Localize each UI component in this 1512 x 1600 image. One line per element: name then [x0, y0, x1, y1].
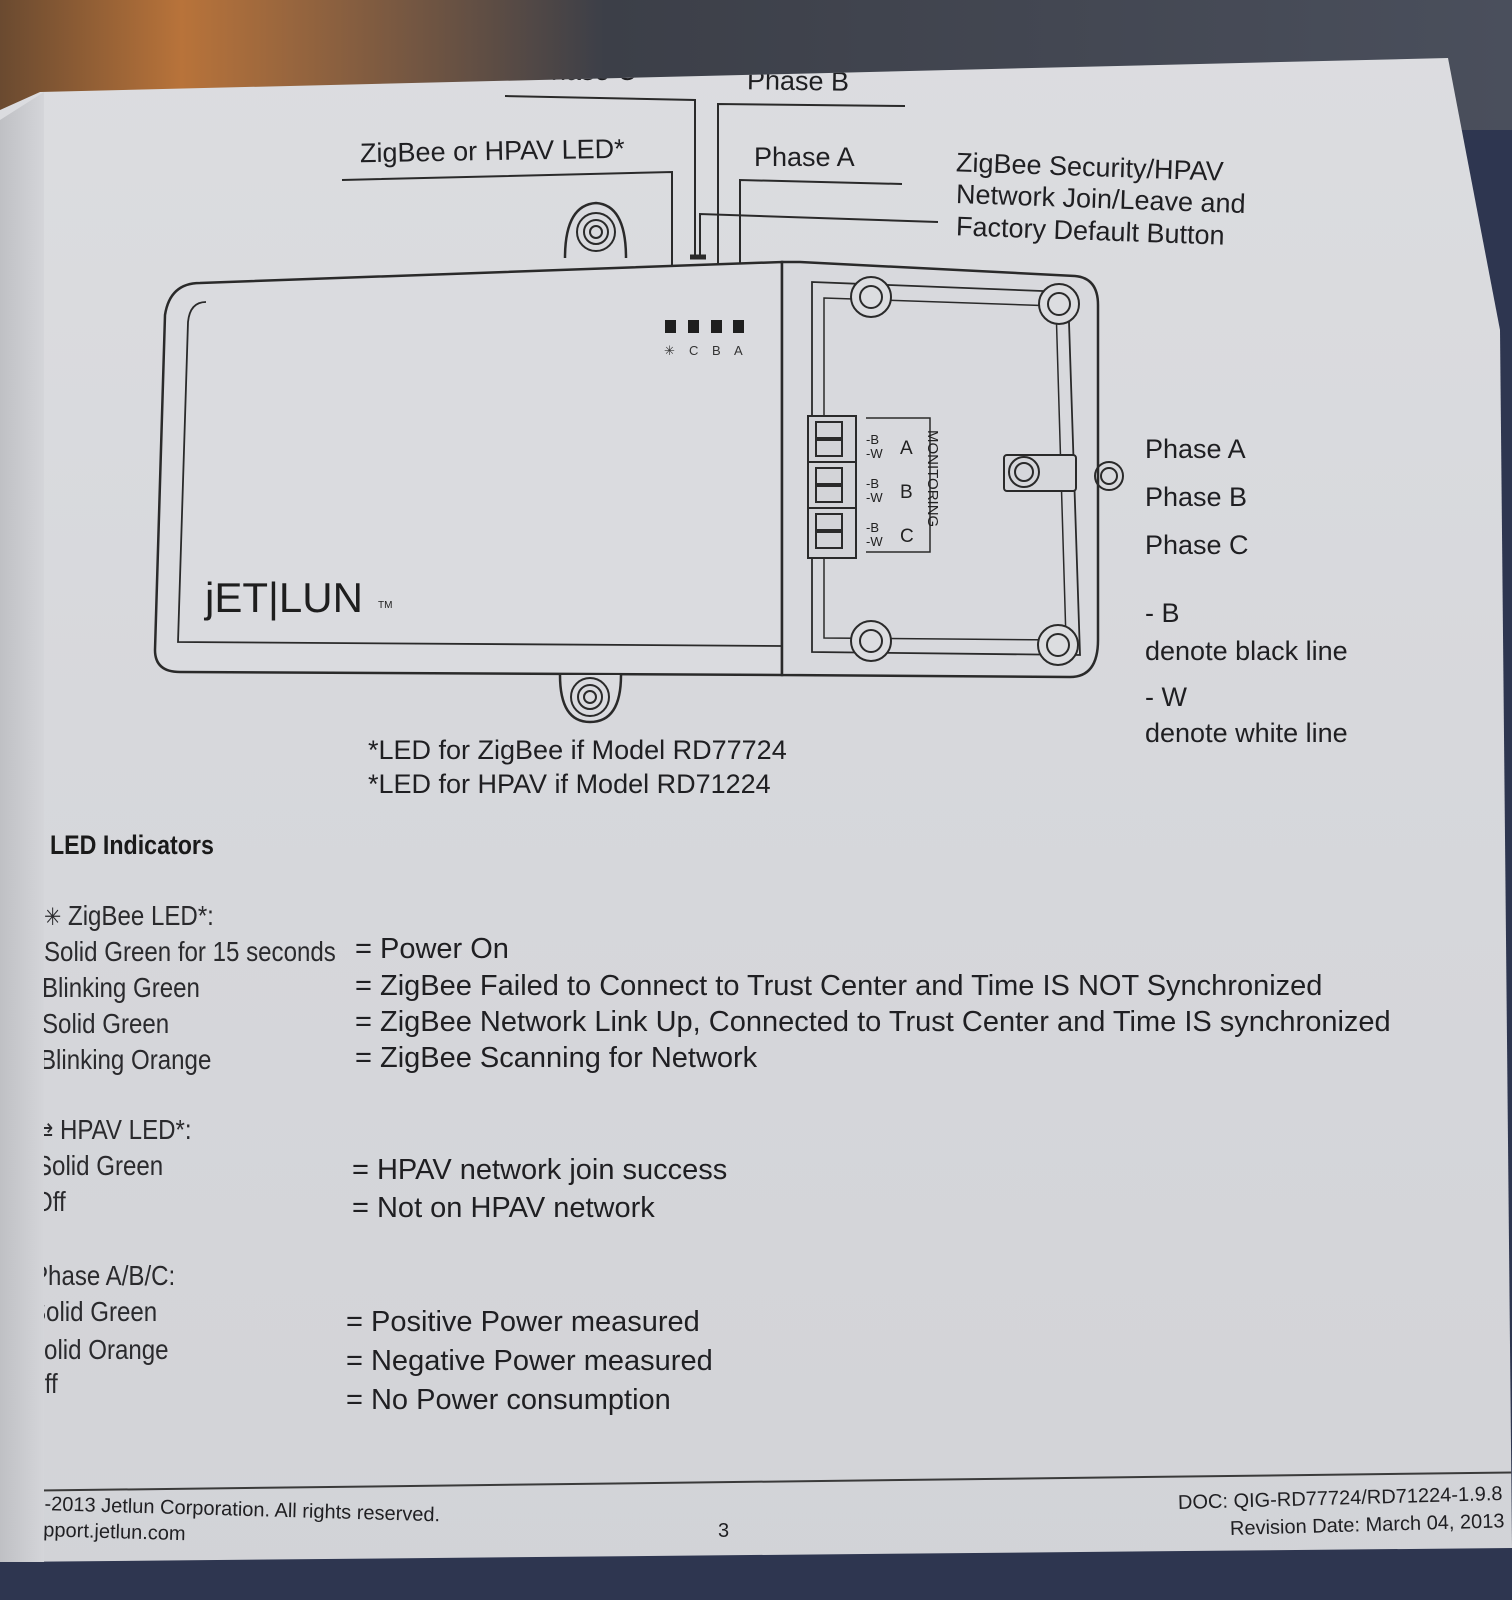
enclosure-body: [153, 260, 784, 677]
term-a-b: -B: [866, 432, 879, 447]
leader-phase-b: [717, 102, 906, 318]
footer-revision: Revision Date: March 04, 2013: [1229, 1510, 1505, 1540]
zigbee-meaning-3: = ZigBee Scanning for Network: [355, 1042, 758, 1074]
led-sun-glyph: ✳: [664, 343, 675, 358]
brand-logo: jET|LUN: [203, 574, 363, 621]
phase-meaning-1: = Negative Power measured: [346, 1345, 713, 1377]
zigbee-title-text: ZigBee LED*:: [67, 900, 214, 931]
zigbee-state-3: Blinking Orange: [40, 1044, 212, 1075]
legend-w-code: - W: [1145, 682, 1187, 712]
hpav-meaning-0: = HPAV network join success: [352, 1154, 728, 1186]
zigbee-meaning-0: = Power On: [355, 933, 509, 965]
led-phase-b: [711, 320, 722, 333]
led-letter-b: B: [712, 343, 721, 358]
enclosure-inner: [177, 301, 783, 647]
term-phase-a: A: [900, 438, 913, 459]
term-phase-c: C: [900, 526, 914, 547]
zigbee-state-1: Blinking Green: [42, 972, 200, 1003]
zigbee-title: ✳ ZigBee LED*:: [44, 900, 214, 932]
callout-phase-a: Phase A: [754, 142, 855, 172]
note-zigbee-model: *LED for ZigBee if Model RD77724: [368, 735, 787, 765]
hpav-title-text: HPAV LED*:: [59, 1114, 192, 1145]
term-c-b: -B: [866, 520, 879, 535]
zigbee-meaning-2: = ZigBee Network Link Up, Connected to T…: [355, 1006, 1391, 1038]
hpav-meaning-1: = Not on HPAV network: [352, 1192, 655, 1224]
led-phase-c: [688, 320, 699, 333]
phase-title: Phase A/B/C:: [32, 1260, 176, 1291]
hpav-title: ⇄ HPAV LED*:: [36, 1114, 192, 1146]
terminal-box: [780, 260, 1100, 679]
leader-button: [699, 212, 939, 258]
led-letter-a: A: [734, 343, 743, 358]
term-c-w: -W: [866, 534, 883, 549]
page-number: 3: [718, 1520, 730, 1542]
legend-phase-b: Phase B: [1145, 482, 1248, 512]
zigbee-state-0: Solid Green for 15 seconds: [44, 936, 336, 967]
term-b-b: -B: [866, 476, 879, 491]
legend-b-code: - B: [1145, 598, 1180, 628]
note-hpav-model: *LED for HPAV if Model RD71224: [368, 769, 771, 799]
leader-phase-c: [504, 95, 696, 255]
led-zigbee: [665, 320, 676, 333]
section-heading: LED Indicators: [50, 830, 214, 860]
phase-meaning-0: = Positive Power measured: [346, 1306, 700, 1338]
callout-zigbee-led: ZigBee or HPAV LED*: [359, 133, 625, 169]
legend-phase-c: Phase C: [1145, 530, 1249, 560]
phase-state-0: Solid Green: [30, 1296, 158, 1327]
legend-w-desc: denote white line: [1145, 718, 1348, 748]
led-letter-c: C: [689, 343, 698, 358]
led-row: [665, 320, 744, 333]
phase-meaning-2: = No Power consumption: [346, 1384, 671, 1416]
zigbee-meaning-1: = ZigBee Failed to Connect to Trust Cent…: [355, 970, 1323, 1002]
footer-doc-id: DOC: QIG-RD77724/RD71224-1.9.8: [1177, 1482, 1503, 1514]
phase-state-1: Solid Orange: [28, 1334, 169, 1365]
zigbee-state-2: Solid Green: [42, 1008, 170, 1039]
legend-phase-a: Phase A: [1145, 434, 1246, 464]
zigbee-sun-icon: ✳: [44, 904, 62, 931]
brand-tm: TM: [378, 600, 392, 611]
device-diagram: ✳ C B A -B -W -B -W -B -W A B C MONITORI…: [153, 95, 1124, 724]
term-phase-b: B: [900, 482, 913, 503]
led-phase-a: [733, 320, 744, 333]
monitoring-label: MONITORING: [924, 430, 941, 527]
term-b-w: -W: [866, 490, 883, 505]
term-a-w: -W: [866, 446, 883, 461]
hpav-state-0: Solid Green: [36, 1150, 164, 1181]
legend-b-desc: denote black line: [1145, 636, 1348, 666]
facing-page-edge: [0, 92, 44, 1562]
